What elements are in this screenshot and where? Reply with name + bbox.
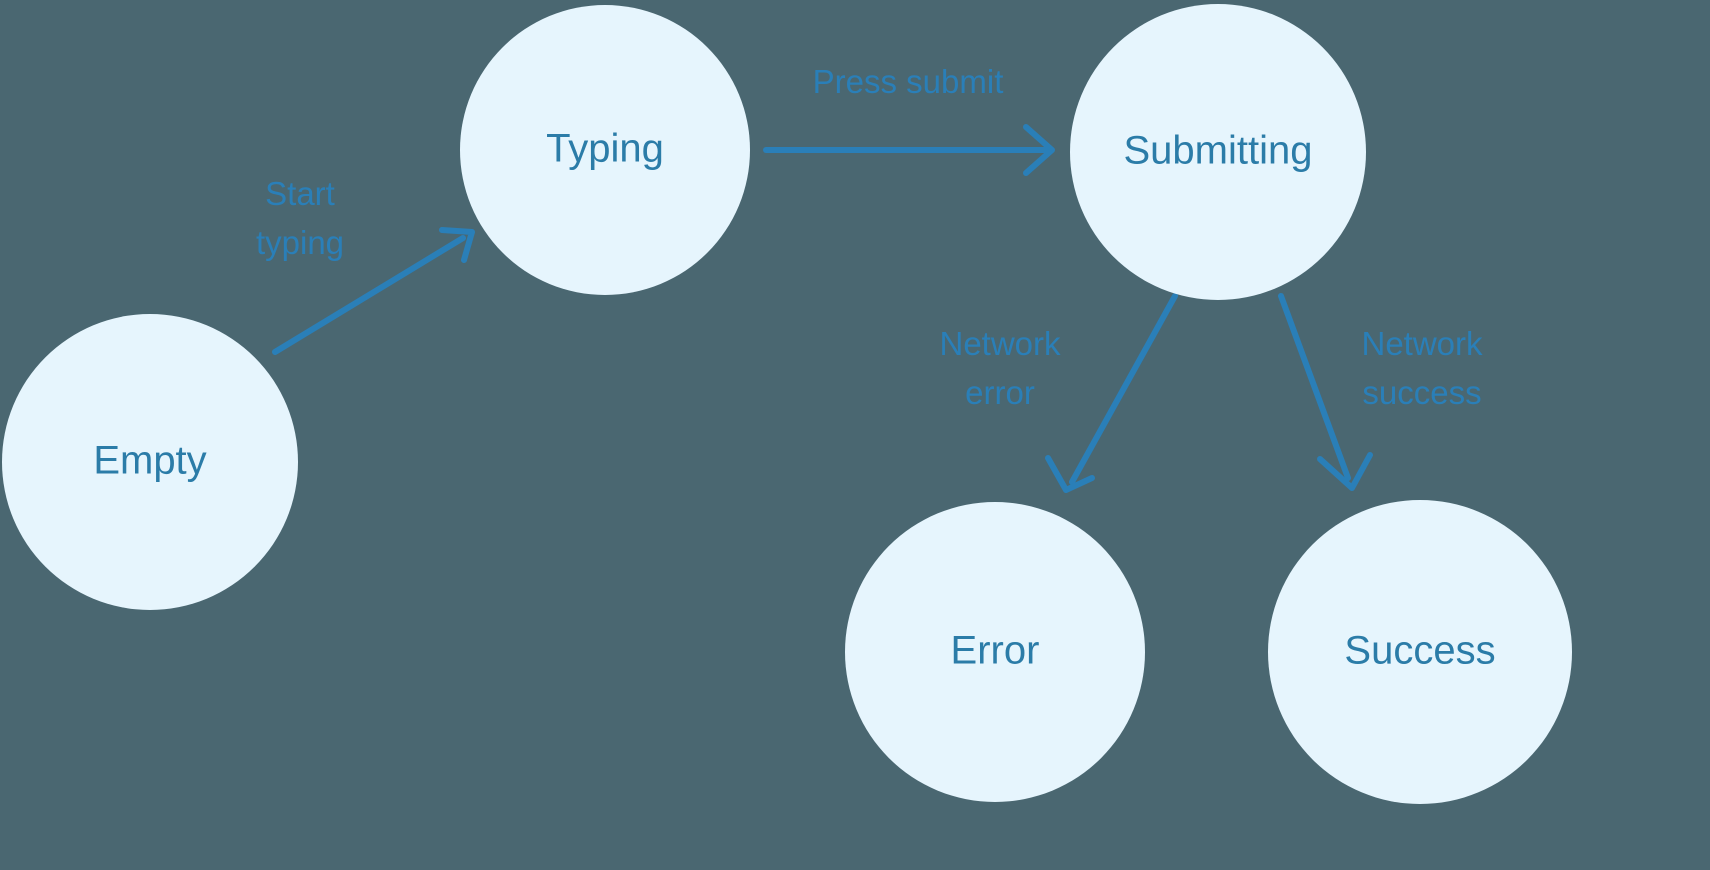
arrowhead-empty-to-typing (439, 227, 475, 263)
edge-label-press-submit-line-1: Press submit (813, 63, 1004, 100)
arrowhead-submitting-to-success (1317, 452, 1373, 491)
node-typing-circle[interactable] (460, 5, 750, 295)
node-empty-label: Empty (93, 439, 206, 483)
node-error[interactable]: Error (845, 502, 1145, 802)
edge-label-start-typing-line-1: Start (265, 175, 335, 212)
edge-label-submitting-to-error: Network error (939, 325, 1061, 411)
edge-label-network-error-line-1: Network (939, 325, 1061, 362)
edge-line-submitting-to-error (1069, 293, 1178, 485)
edge-submitting-to-success (1278, 293, 1373, 491)
node-typing[interactable]: Typing (460, 5, 750, 295)
edge-label-network-error-line-2: error (965, 374, 1035, 411)
edge-label-empty-to-typing: Start typing (256, 175, 344, 261)
edge-line-empty-to-typing (272, 235, 466, 355)
edge-label-network-success-line-1: Network (1361, 325, 1483, 362)
edge-label-network-success-line-2: success (1362, 374, 1481, 411)
node-typing-label: Typing (546, 127, 664, 171)
node-error-circle[interactable] (845, 502, 1145, 802)
node-empty-circle[interactable] (2, 314, 298, 610)
node-error-label: Error (951, 629, 1040, 673)
node-submitting[interactable]: Submitting (1070, 4, 1366, 300)
node-submitting-label: Submitting (1124, 129, 1313, 173)
arrowhead-submitting-to-error (1045, 455, 1095, 493)
edge-line-submitting-to-success (1278, 293, 1351, 481)
edge-submitting-to-error (1045, 293, 1178, 493)
edge-typing-to-submitting (763, 124, 1055, 176)
edge-label-typing-to-submitting: Press submit (813, 63, 1004, 100)
edge-empty-to-typing (272, 227, 475, 355)
node-success[interactable]: Success (1268, 500, 1572, 804)
edge-label-submitting-to-success: Network success (1361, 325, 1483, 411)
edge-label-start-typing-line-2: typing (256, 224, 344, 261)
arrowhead-typing-to-submitting (1023, 124, 1055, 176)
node-submitting-circle[interactable] (1070, 4, 1366, 300)
node-success-label: Success (1344, 629, 1495, 673)
node-empty[interactable]: Empty (2, 314, 298, 610)
node-success-circle[interactable] (1268, 500, 1572, 804)
